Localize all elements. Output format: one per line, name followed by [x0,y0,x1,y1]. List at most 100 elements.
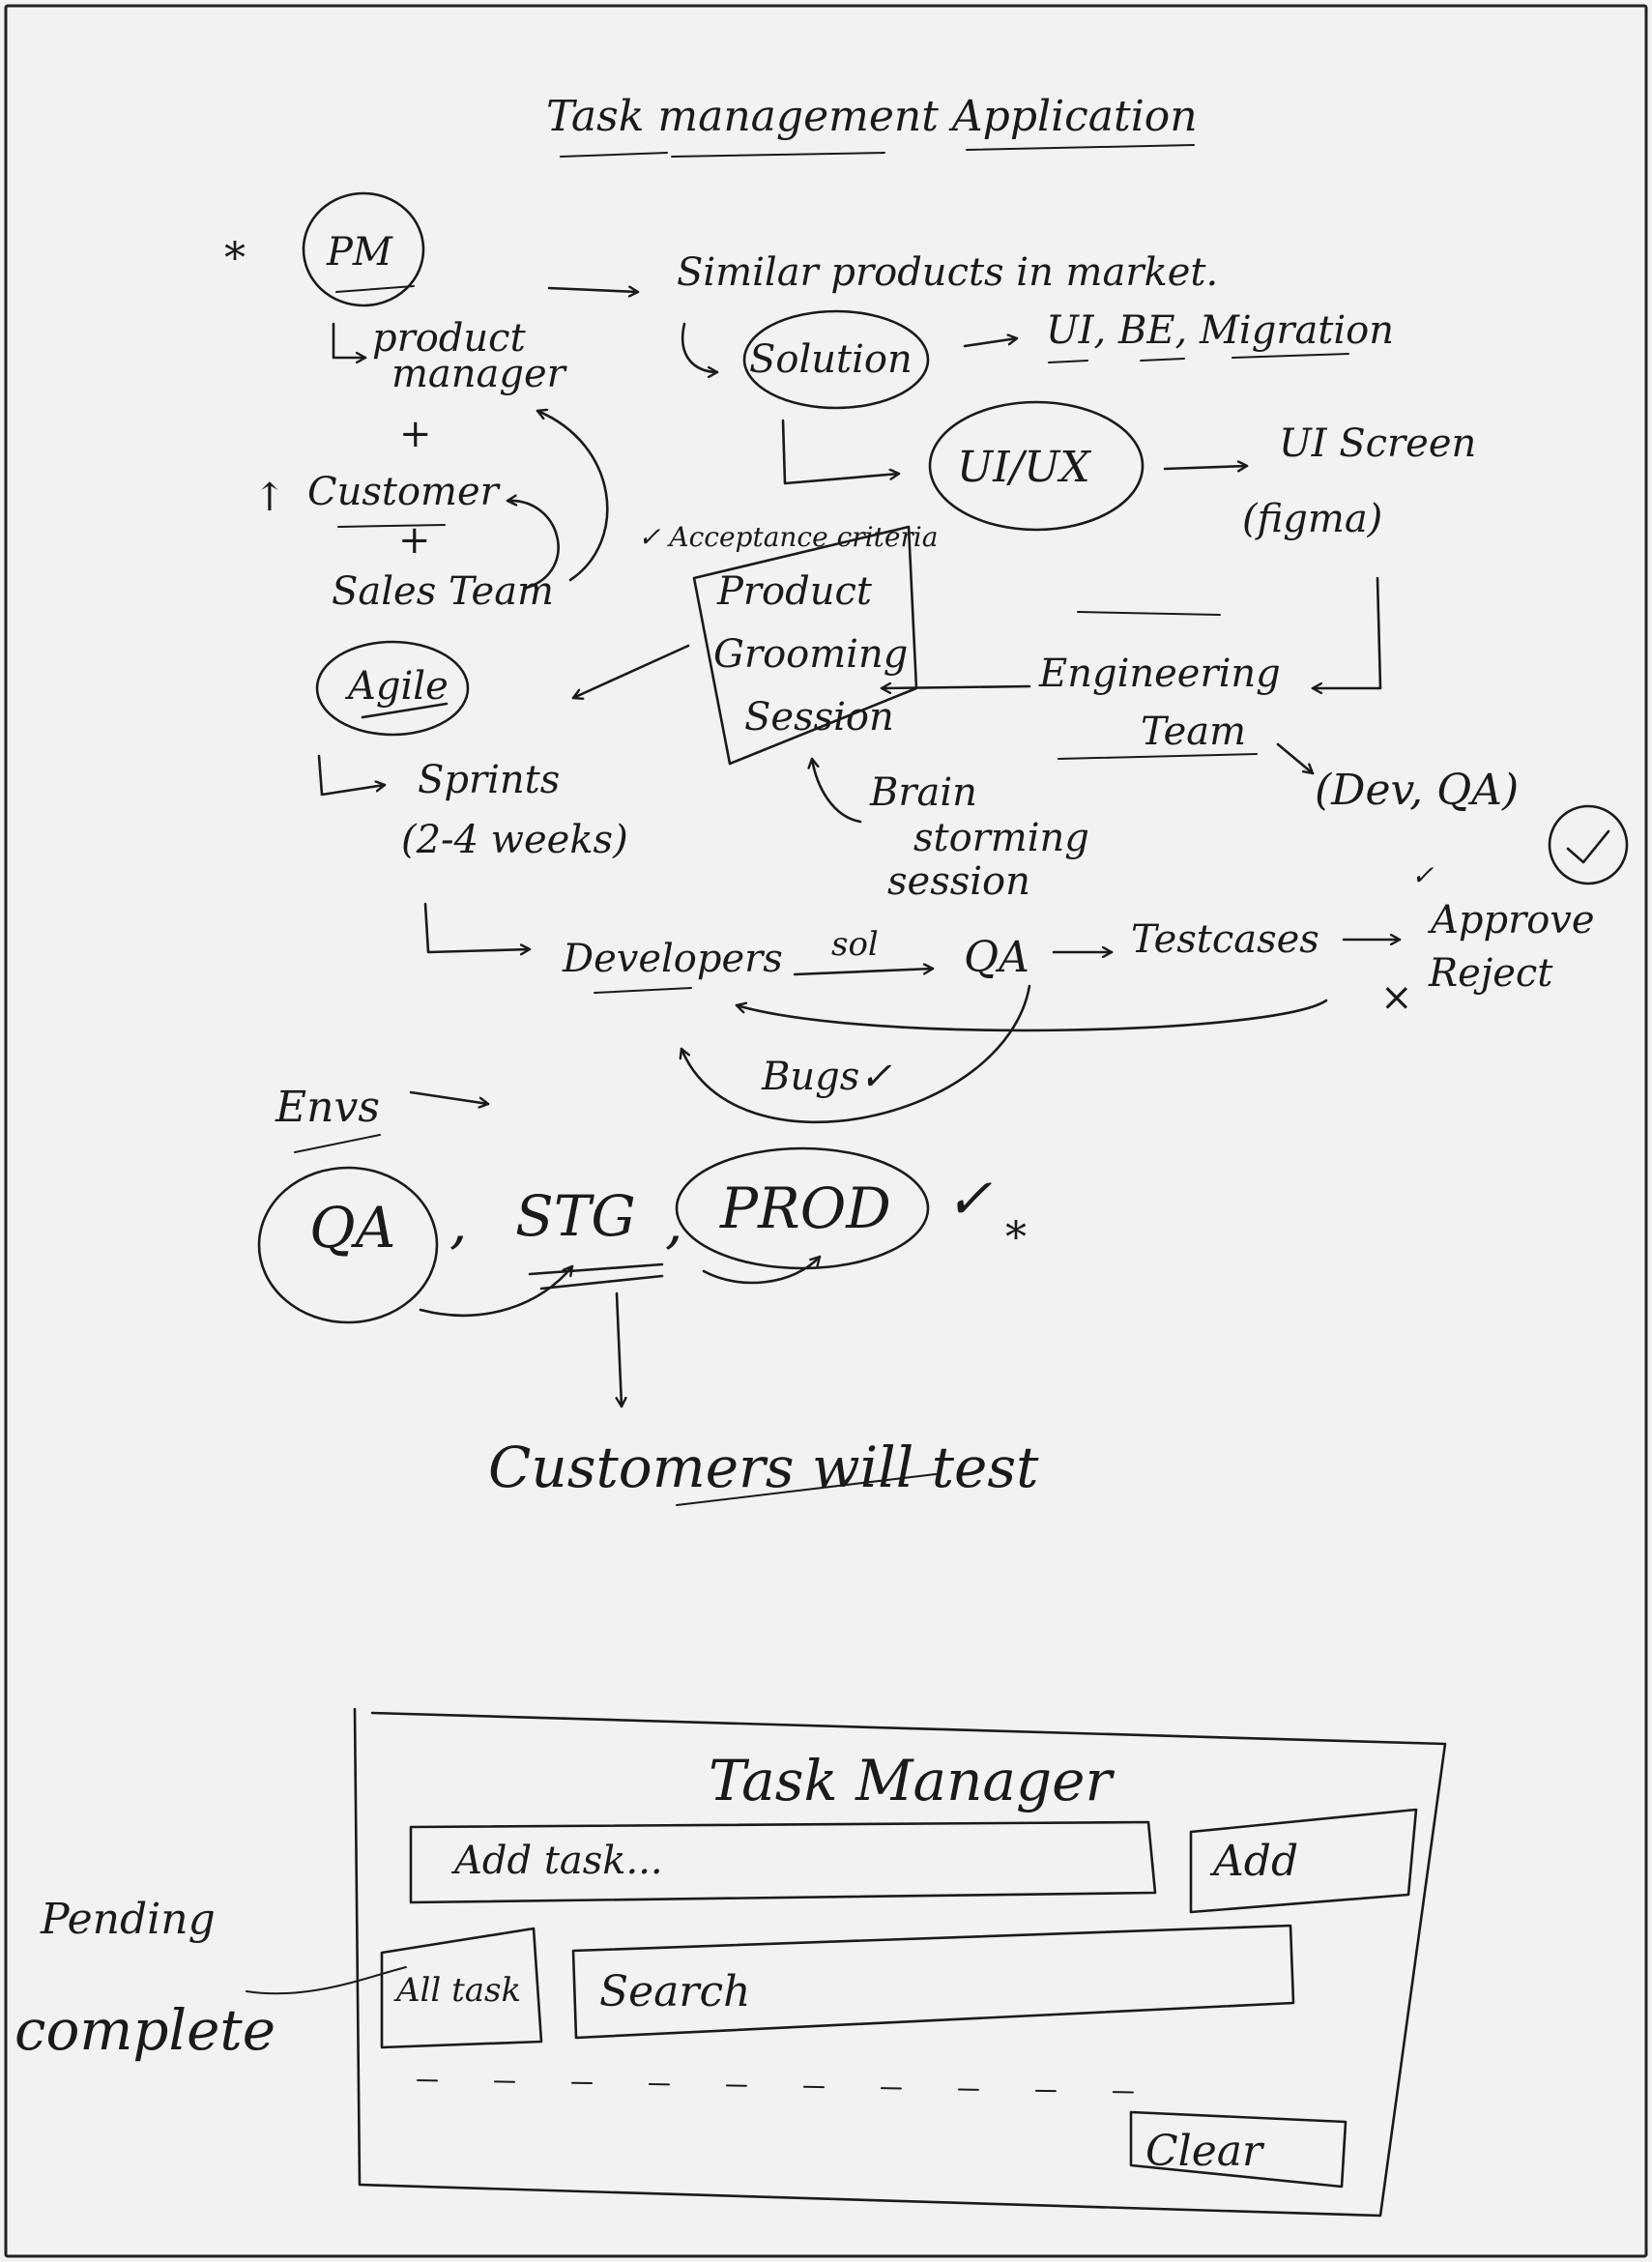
sprints-to-developers-arrow [423,902,532,952]
engineering-label-line1: Engineering [1038,652,1281,696]
agile-circle [315,640,470,737]
dev-qa-label: (Dev, QA) [1315,766,1519,815]
sales-team-label: Sales Team [332,569,554,614]
title-underline-3 [966,144,1195,151]
solution-to-uiux-arrow [781,419,901,485]
qa-to-stg-arrow [419,1264,574,1318]
figma-to-engineering-arrow [1311,576,1382,688]
brainstorming-to-grooming-arrow [812,757,862,824]
plus-sign-1: + [399,412,432,456]
wireframe-title: Task Manager [709,1748,1115,1813]
grooming-label-line2: Grooming [713,632,908,677]
check-circle-tick [1566,829,1610,864]
pm-hook-arrow [332,322,367,358]
engineering-to-grooming-arrow [880,686,1031,688]
developers-underline [594,987,692,994]
env-prod-label: PROD [719,1175,891,1241]
star-mark: * [224,234,246,283]
brainstorming-label-line3: session [887,859,1030,904]
reject-label: Reject [1428,951,1553,996]
pm-underline [335,285,415,293]
developers-to-qa-arrow [793,969,935,976]
env-stg-underline [528,1262,664,1290]
wireframe-frame [353,1707,1447,2218]
stg-to-customers-arrow [617,1291,622,1408]
title-underline-1 [560,152,668,158]
qa-bugs-loop-arrow [681,984,1031,1123]
pm-label: PM [326,230,393,275]
plus-sign-2: + [398,518,431,563]
title-underline-2 [671,152,885,158]
brainstorming-label-line1: Brain [869,770,977,815]
engineering-underline [1058,753,1258,760]
env-stg-label: STG [515,1183,636,1249]
brainstorming-label-line2: storming [913,816,1089,860]
filter-options-connector [246,1966,407,1995]
filter-select-label: All task [393,1971,521,2010]
sprints-label-line1: Sprints [418,758,560,802]
add-button[interactable]: Add [1189,1808,1418,1914]
solution-circle [742,309,930,410]
grooming-label-line1: Product [716,569,873,614]
task-list-placeholder-dashes [417,2079,1161,2094]
ui-be-migration-label: UI, BE, Migration [1046,308,1394,353]
add-task-input-placeholder: Add task... [450,1839,663,1883]
uiux-to-screen-arrow [1163,466,1249,469]
agile-underline [361,702,449,719]
page-border [4,4,1648,2258]
engineering-label-line2: Team [1141,710,1246,754]
customer-label: Customer [307,470,502,514]
grooming-to-agile-arrow [571,644,690,698]
customer-underline [337,524,446,528]
similar-products-hook-arrow [681,322,719,372]
engineering-to-devqa-arrow [1276,742,1315,775]
search-input[interactable]: Search [571,1924,1295,2040]
stg-to-prod-arrow [702,1255,822,1285]
customer-up-arrow: ↑ [253,476,286,520]
env-prod-star: * [1005,1213,1027,1262]
solution-label: Solution [749,337,913,382]
sales-to-pm-arrow [536,411,609,582]
add-task-input[interactable]: Add task... [409,1820,1157,1904]
env-qa-circle [257,1166,439,1324]
product-manager-label-line1: product [372,316,527,361]
similar-products-label: Similar products in market. [677,250,1218,295]
filter-select[interactable]: All task [380,1927,543,2049]
product-manager-label-line2: manager [391,352,568,396]
clear-button[interactable]: Clear [1129,2110,1348,2189]
agile-to-sprints-arrow [317,754,387,797]
customers-underline [676,1473,937,1506]
env-comma-2: , [665,1190,682,1256]
add-button-label: Add [1209,1837,1298,1886]
sprints-label-line2: (2-4 weeks) [401,818,628,862]
check-circle [1548,804,1629,885]
sol-label: sol [831,925,879,964]
reject-x: × [1380,975,1413,1020]
qa-label: QA [964,933,1029,982]
env-comma-1: , [449,1190,467,1256]
search-input-placeholder: Search [599,1967,750,2016]
env-qa-label: QA [309,1195,395,1261]
uiux-circle [928,400,1145,532]
figma-label: (figma) [1242,497,1382,541]
env-prod-check: ✓ [945,1166,993,1232]
reject-to-developers-arrow [735,999,1328,1032]
engineering-overline [1077,611,1221,616]
envs-arrow [409,1090,490,1104]
developers-label: Developers [562,937,783,981]
grooming-label-line3: Session [744,695,894,740]
approve-tick: ✓ [1411,859,1435,891]
pm-circle [302,191,425,307]
page-title: Task management Application [546,92,1198,141]
agile-label: Agile [344,664,449,709]
bugs-label: Bugs✓ [761,1055,892,1099]
sales-to-customer-arrow [506,501,560,590]
pm-to-similar-products-arrow [547,288,640,292]
filter-option-complete: complete [14,1997,275,2063]
testcases-label: Testcases [1131,917,1319,962]
approve-label: Approve [1427,898,1595,942]
customers-will-test-label: Customers will test [488,1435,1039,1500]
ui-screen-label: UI Screen [1279,421,1476,466]
envs-underline [294,1134,381,1153]
